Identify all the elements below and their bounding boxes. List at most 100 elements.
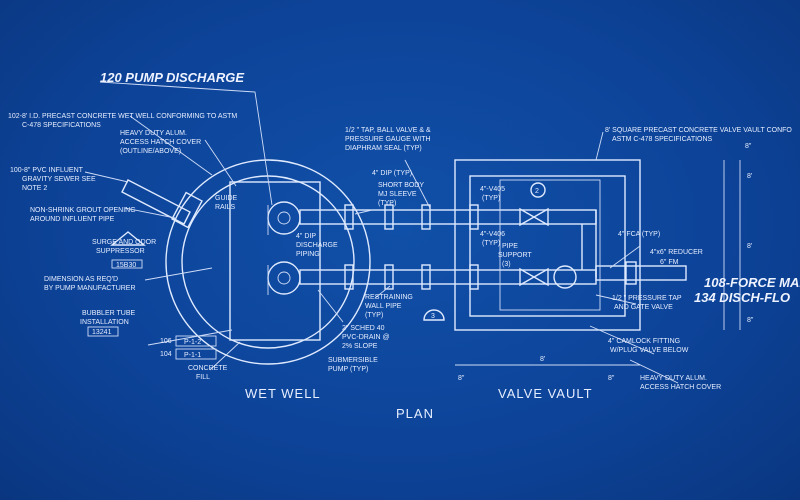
dip-note-3: PIPING <box>296 251 320 258</box>
surge-note-1: SURGE AND ODOR <box>92 239 156 246</box>
header-riser <box>581 210 597 277</box>
valve-vault-inner <box>469 175 626 317</box>
short-body-note-1: SHORT BODY <box>378 182 424 189</box>
sched-note-3: 2% SLOPE <box>342 343 378 350</box>
sched-note-2: PVC-DRAIN @ <box>342 334 390 341</box>
reducer-note: 4"x6" REDUCER <box>650 249 703 256</box>
hatch-note-3: (OUTLINE/ABOVE) <box>120 148 181 155</box>
section-marker-2-label: 2 <box>535 188 539 195</box>
vault-note-1: 8' SQUARE PRECAST CONCRETE VALVE VAULT C… <box>605 127 792 134</box>
dim-8-f: 8' <box>540 356 545 363</box>
note-102-line1: 102-8' I.D. PRECAST CONCRETE WET WELL CO… <box>8 113 237 120</box>
force-main-label-1: 108-FORCE MAI <box>704 275 800 290</box>
short-body-note-3: (TYP) <box>378 200 396 207</box>
wet-well-outer-wall <box>165 159 371 365</box>
force-main-pipe <box>595 265 687 281</box>
tag-p12-box <box>175 335 217 347</box>
rwp-note-2: WALL PIPE <box>365 303 402 310</box>
tag-106: 106 <box>160 338 172 345</box>
influent-pipe <box>121 179 191 225</box>
tag-p11: P-1-1 <box>184 352 201 359</box>
bubbler-note-1: BUBBLER TUBE <box>82 310 135 317</box>
pipe-support-note-3: (3) <box>502 261 511 268</box>
surge-tag-box <box>111 259 143 269</box>
section-marker-3-label: 3 <box>431 313 435 320</box>
dim-note-1: DIMENSION AS REQ'D <box>44 276 118 283</box>
dip-note-2: DISCHARGE <box>296 242 338 249</box>
dim-8-d: 8" <box>458 375 465 382</box>
concrete-note-2: FILL <box>196 374 210 381</box>
rwp-note-1: RESTRAINING <box>365 294 413 301</box>
valve-vault-label: VALVE VAULT <box>498 386 593 401</box>
vault-note-2: ASTM C-478 SPECIFICATIONS <box>612 136 713 143</box>
pump-discharge-title: 120 PUMP DISCHARGE <box>100 70 244 85</box>
wet-well-label: WET WELL <box>245 386 321 401</box>
pressure-tap-note-1: 1/2 " PRESSURE TAP <box>612 295 682 302</box>
dim-8-a: 8' <box>747 173 752 180</box>
camlock-note-1: 4" CAMLOCK FITTING <box>608 338 680 345</box>
tag-104: 104 <box>160 351 172 358</box>
pipe-support-note-2: SUPPORT <box>498 252 532 259</box>
note-102-line2: C-478 SPECIFICATIONS <box>22 122 101 129</box>
note-100-line3: NOTE 2 <box>22 185 47 192</box>
v405-note-1: 4"-V405 <box>480 186 505 193</box>
section-marker-2 <box>530 182 546 198</box>
tag-p11-box <box>175 348 217 360</box>
fca-note: 4" FCA (TYP) <box>618 231 660 238</box>
hatch-note-1: HEAVY DUTY ALUM. <box>120 130 187 137</box>
tap-note-1: 1/2 " TAP, BALL VALVE & & <box>345 127 431 134</box>
pipe-support-note-1: PIPE <box>502 243 518 250</box>
plan-label: PLAN <box>396 406 434 421</box>
vault-hatch-outline <box>499 179 601 311</box>
check-valve-lower <box>519 267 549 287</box>
surge-note-3: 15B30 <box>116 262 136 269</box>
dip-typ-note: 4" DIP (TYP) <box>372 170 412 177</box>
bubbler-note-3: 13241 <box>92 329 112 336</box>
pump-1-body <box>267 201 301 235</box>
tag-p12: P-1-2 <box>184 339 201 346</box>
v406-note-2: (TYP) <box>482 240 500 247</box>
check-valve-upper <box>519 207 549 227</box>
grout-note-2: AROUND INFLUENT PIPE <box>30 216 115 223</box>
short-body-note-2: MJ SLEEVE <box>378 191 417 198</box>
guide-note-2: RAILS <box>215 204 236 211</box>
camlock-note-2: W/PLUG VALVE BELOW <box>610 347 689 354</box>
note-100-line1: 100-8" PVC INFLUENT <box>10 167 84 174</box>
pressure-tap-note-2: AND GATE VALVE <box>614 304 673 311</box>
valve-vault-outer <box>454 159 641 331</box>
surge-note-2: SUPPRESSOR <box>96 248 145 255</box>
bubbler-note-2: INSTALLATION <box>80 319 129 326</box>
dim-8-e: 8" <box>608 375 615 382</box>
reducer-fitting <box>625 261 637 285</box>
rwp-note-3: (TYP) <box>365 312 383 319</box>
tap-note-2: PRESSURE GAUGE WITH <box>345 136 431 143</box>
fm-note: 6" FM <box>660 259 679 266</box>
wet-well-hatch-outline <box>229 181 321 341</box>
sub-note-1: SUBMERSIBLE <box>328 357 378 364</box>
dim-8-c: 8" <box>747 317 754 324</box>
pipe-fittings <box>344 204 479 290</box>
sched-note-1: 2" SCHED 40 <box>342 325 385 332</box>
pump-2-body <box>267 261 301 295</box>
pump-1-impeller <box>277 211 291 225</box>
hatch-note-2: ACCESS HATCH COVER <box>120 139 201 146</box>
sub-note-2: PUMP (TYP) <box>328 366 368 373</box>
leader-lines <box>84 81 679 384</box>
bubbler-tag-box <box>87 326 119 337</box>
v406-note-1: 4"-V406 <box>480 231 505 238</box>
surge-suppressor <box>110 231 146 246</box>
grout-note-1: NON-SHRINK GROUT OPENING <box>30 207 136 214</box>
dip-note-1: 4" DIP <box>296 233 316 240</box>
dim-8-b: 8' <box>747 243 752 250</box>
section-marker-3 <box>423 309 445 321</box>
hatch-vault-note-2: ACCESS HATCH COVER <box>640 384 721 391</box>
concrete-note-1: CONCRETE <box>188 365 228 372</box>
v405-note-2: (TYP) <box>482 195 500 202</box>
wet-well-inner-wall <box>181 175 355 349</box>
dim-8-g: 8" <box>745 143 752 150</box>
tap-note-3: DIAPHRAM SEAL (TYP) <box>345 145 422 152</box>
pump-2-impeller <box>277 271 291 285</box>
dim-note-2: BY PUMP MANUFACTURER <box>44 285 136 292</box>
